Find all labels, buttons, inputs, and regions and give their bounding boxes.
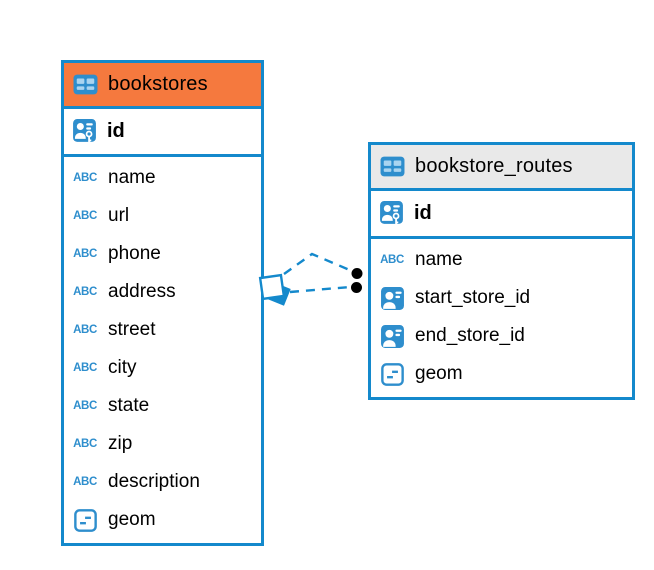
table-bookstore-routes[interactable]: bookstore_routes id ABC name start_store_… [368,142,635,400]
person-icon [379,286,405,311]
person-key-icon [378,200,404,227]
table-header-bookstore-routes[interactable]: bookstore_routes [371,145,632,191]
field-label: geom [415,363,463,384]
field-row[interactable]: geom [371,355,632,393]
pk-row[interactable]: id [64,109,261,157]
abc-icon: ABC [73,476,97,488]
field-label: geom [108,509,156,530]
field-row[interactable]: ABC city [64,349,261,387]
pk-label: id [107,120,125,142]
abc-icon: ABC [73,400,97,412]
field-label: name [108,167,156,188]
field-label: phone [108,243,161,264]
field-label: address [108,281,176,302]
field-row[interactable]: ABC state [64,387,261,425]
abc-icon: ABC [73,286,97,298]
field-row[interactable]: start_store_id [371,279,632,317]
person-icon [379,324,405,349]
abc-icon: ABC [73,248,97,260]
table-icon [72,74,98,95]
field-label: description [108,471,200,492]
field-label: street [108,319,156,340]
field-label: end_store_id [415,325,525,346]
table-title: bookstores [108,73,208,95]
geometry-icon [379,362,405,386]
field-label: zip [108,433,133,454]
abc-icon: ABC [73,438,97,450]
abc-icon: ABC [73,324,97,336]
field-list: ABC name start_store_id end_store_id geom [371,239,632,397]
field-row[interactable]: ABC name [64,159,261,197]
field-row[interactable]: geom [64,501,261,539]
connector-lines[interactable] [283,252,353,294]
abc-icon: ABC [73,210,97,222]
field-row[interactable]: ABC url [64,197,261,235]
abc-icon: ABC [73,362,97,374]
field-row[interactable]: ABC name [371,241,632,279]
person-key-icon [71,118,97,145]
field-row[interactable]: ABC phone [64,235,261,273]
pk-label: id [414,202,432,224]
abc-icon: ABC [73,172,97,184]
cardinality-dots[interactable] [349,266,365,295]
table-icon [379,156,405,177]
pk-row[interactable]: id [371,191,632,239]
table-title: bookstore_routes [415,155,573,177]
field-row[interactable]: end_store_id [371,317,632,355]
geometry-icon [72,508,98,532]
field-row[interactable]: ABC street [64,311,261,349]
field-label: city [108,357,137,378]
field-label: state [108,395,150,416]
field-label: name [415,249,463,270]
field-label: start_store_id [415,287,531,308]
field-row[interactable]: ABC description [64,463,261,501]
field-row[interactable]: ABC zip [64,425,261,463]
field-row[interactable]: ABC address [64,273,261,311]
field-label: url [108,205,130,226]
table-header-bookstores[interactable]: bookstores [64,63,261,109]
diamond-marker[interactable] [258,273,291,306]
abc-icon: ABC [380,254,404,266]
